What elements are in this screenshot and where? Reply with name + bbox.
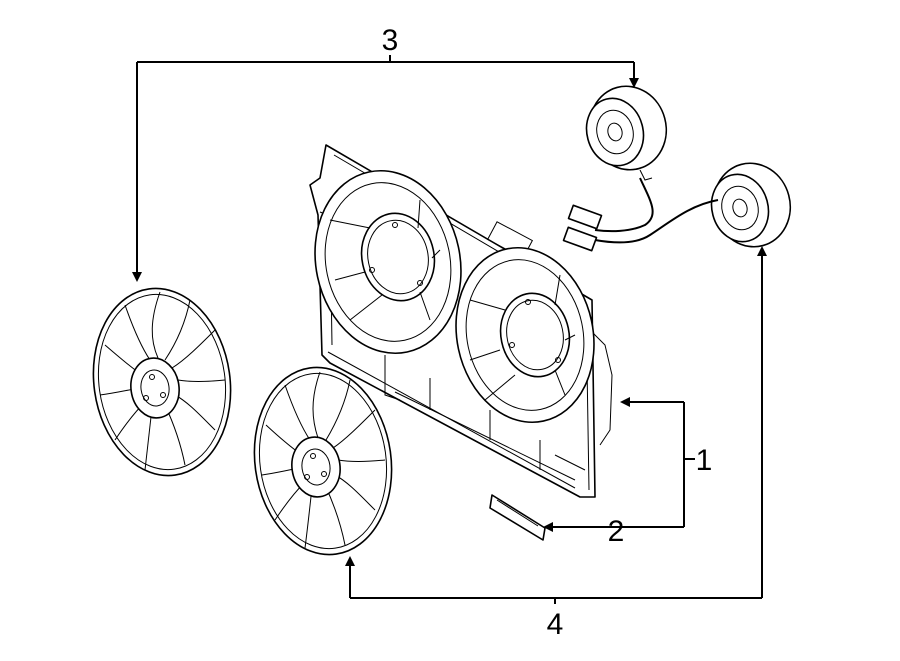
- fan-blade-left: [92, 287, 232, 477]
- fan-motor-lower: [710, 162, 792, 248]
- fan-shroud: [309, 144, 613, 498]
- fan-blade-right: [253, 366, 393, 556]
- mounting-plate: [489, 494, 546, 541]
- callout-3: 3: [382, 24, 399, 57]
- fan-motor-upper: [585, 85, 668, 181]
- callout-1: 1: [696, 444, 713, 477]
- motor-wiring-harness: [562, 177, 719, 252]
- callout-2: 2: [608, 515, 625, 548]
- leader-lines: [132, 55, 767, 604]
- callout-4: 4: [547, 608, 564, 641]
